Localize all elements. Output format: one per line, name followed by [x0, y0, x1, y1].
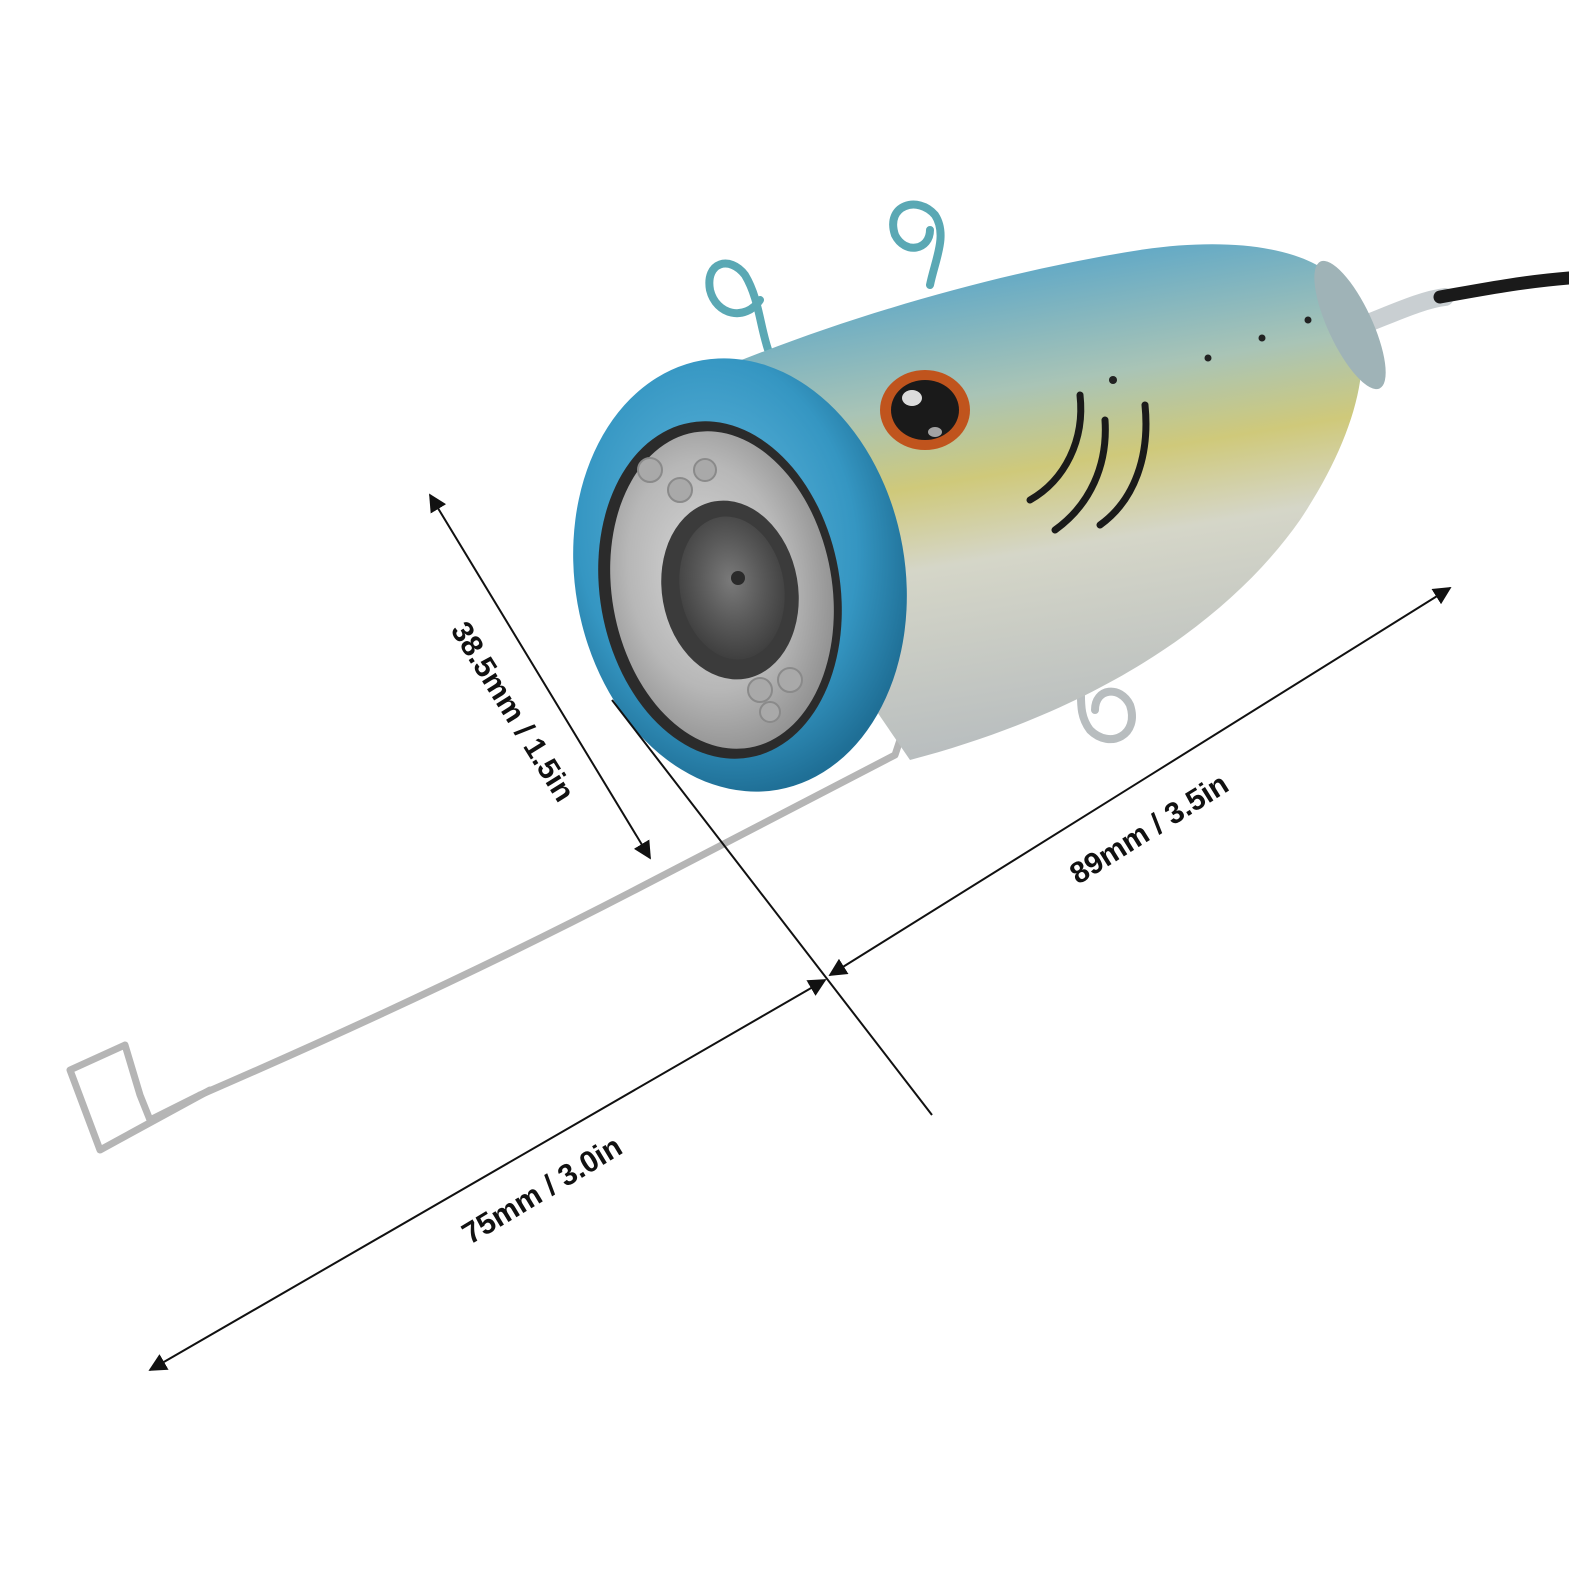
body-dots [1109, 316, 1312, 384]
cable [1341, 271, 1569, 339]
length-arrow [828, 587, 1452, 976]
camera-front [573, 358, 907, 792]
stand-arrow [148, 979, 827, 1371]
stand-wire [66, 736, 904, 1154]
gill-marks [1026, 391, 1150, 534]
diameter-arrow [429, 493, 651, 860]
stand-label: 75mm / 3.0in [457, 1130, 628, 1251]
lens-icon [661, 500, 799, 680]
extension-line [611, 699, 933, 1116]
eye-icon [880, 370, 970, 450]
length-label: 89mm / 3.5in [1064, 768, 1234, 891]
dimension-lines [148, 493, 1452, 1371]
ir-led-icon [637, 457, 803, 723]
diameter-label: 38.5mm / 1.5in [444, 616, 581, 807]
